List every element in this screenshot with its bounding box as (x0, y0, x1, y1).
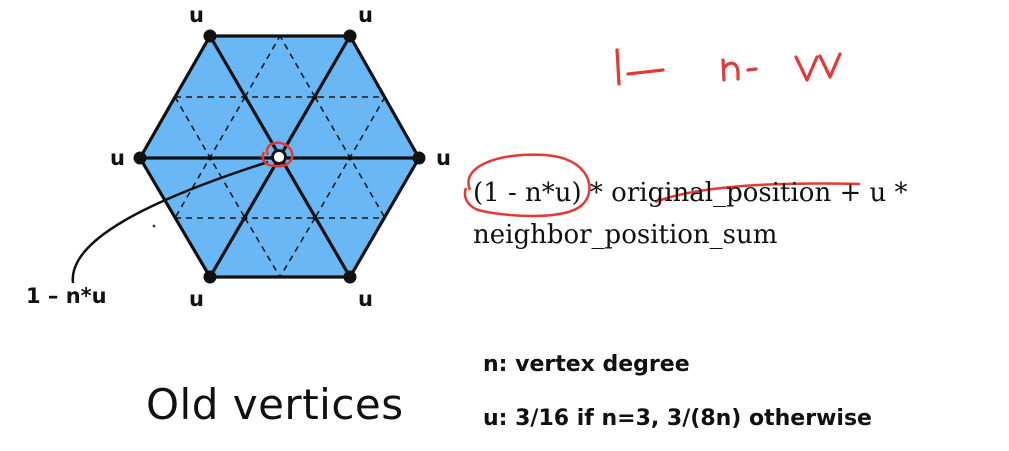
vertex-right (412, 151, 426, 165)
vertex-label-left: u (110, 146, 125, 170)
center-leader-curve (71, 160, 269, 284)
vertex-label-top-right: u (358, 3, 373, 27)
formula-line-1: (1 - n*u) * original_position + u * (473, 172, 908, 214)
formula-red-strike (654, 182, 861, 204)
definition-n: n: vertex degree (483, 352, 690, 377)
center-weight-label: 1 – n*u (26, 284, 107, 308)
vertex-label-bottom-left: u (189, 287, 204, 311)
definition-u: u: 3/16 if n=3, 3/(8n) otherwise (483, 406, 872, 431)
update-formula: (1 - n*u) * original_position + u * neig… (473, 172, 908, 256)
vertex-top-right (343, 29, 357, 43)
formula-weight-term: (1 - n*u) (473, 178, 582, 208)
formula-rest-term: * original_position + u * (581, 178, 908, 208)
vertex-label-bottom-right: u (358, 287, 373, 311)
vertex-left (133, 151, 147, 165)
diagram-title: Old vertices (146, 380, 404, 429)
vertex-label-top-left: u (189, 3, 204, 27)
formula-red-oval (463, 153, 591, 218)
edge-midpoint-dots (207, 94, 353, 221)
vertex-bottom-right (343, 270, 357, 284)
formula-line-2: neighbor_position_sum (473, 220, 778, 250)
handwritten-note (615, 48, 842, 86)
outer-vertices (133, 29, 426, 284)
vertex-label-right: u (436, 146, 451, 170)
vertex-top-left (203, 29, 217, 43)
center-red-scribble (261, 141, 294, 168)
center-vertex (271, 149, 287, 165)
vertex-bottom-left (203, 270, 217, 284)
stray-dot (152, 224, 156, 228)
